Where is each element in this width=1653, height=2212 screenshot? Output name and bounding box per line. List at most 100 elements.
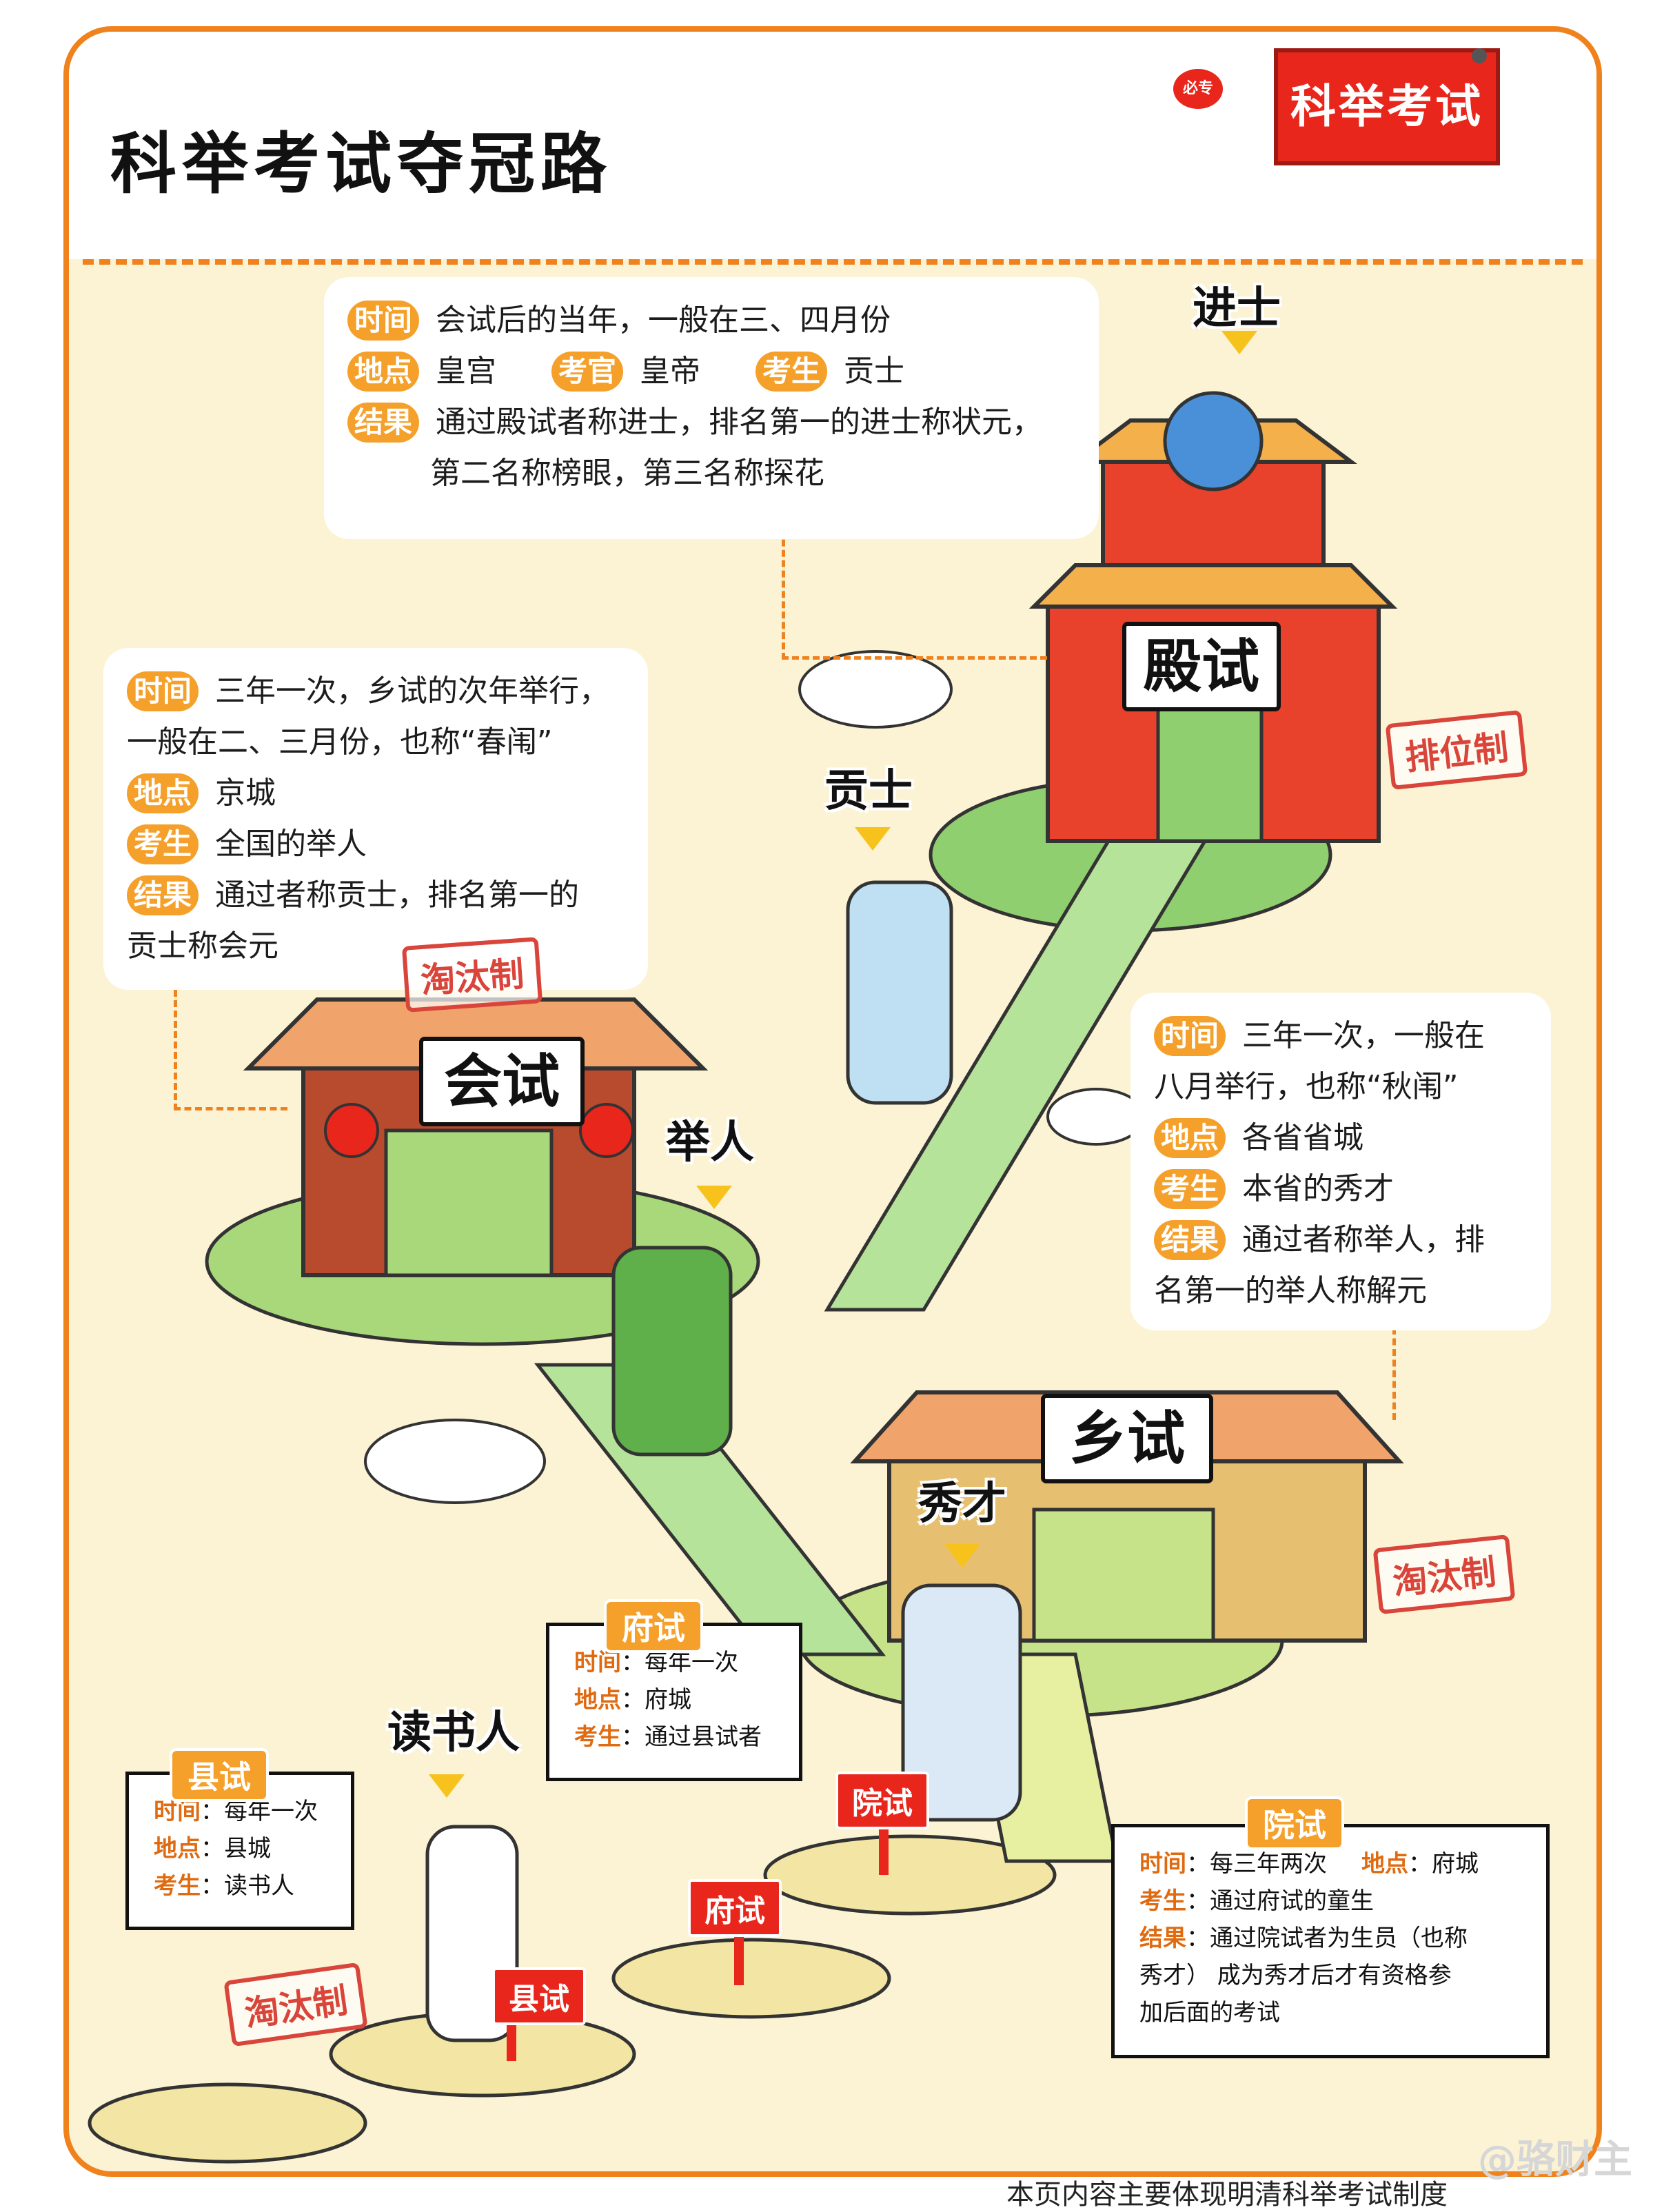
juren-figure [611, 1246, 733, 1457]
fushi-time: 每年一次 [645, 1649, 738, 1676]
yuanshi-info-card: 时间：每三年两次地点：府城 考生：通过府试的童生 结果：通过院试者为生员（也称 … [1111, 1824, 1550, 2058]
fushi-info-card: 时间：每年一次 地点：府城 考生：通过县试者 [546, 1623, 802, 1781]
place-key: 地点 [154, 1835, 201, 1863]
xianshi-candidate: 读书人 [224, 1872, 294, 1900]
dianshi-result-1: 通过殿试者称进士，排名第一的进士称状元， [436, 405, 1043, 440]
xianshi-candidate-line: 考生：读书人 [154, 1872, 294, 1900]
gongshi-figure [846, 880, 953, 1105]
xiangshi-board: 乡试 [1041, 1394, 1213, 1483]
xiangshi-candidate: 本省的秀才 [1242, 1171, 1395, 1206]
huishi-result-2: 贡士称会元 [127, 929, 278, 964]
huishi-candidate: 全国的举人 [215, 826, 367, 862]
fushi-place-line: 地点：府城 [574, 1686, 691, 1714]
fushi-candidate-line: 考生：通过县试者 [574, 1723, 762, 1751]
lantern-right-icon [579, 1103, 634, 1158]
cloud-icon [364, 1419, 546, 1504]
xianshi-signpost: 县试 [492, 1967, 586, 2025]
seal-huishi: 淘汰制 [401, 937, 543, 1013]
dianshi-board: 殿试 [1122, 622, 1281, 711]
place-tag: 地点 [127, 773, 199, 813]
yuanshi-result-2: 秀才） 成为秀才后才有资格参 [1139, 1962, 1452, 1989]
arrow-down-icon [855, 827, 891, 851]
yuanshi-result-line-2: 秀才） 成为秀才后才有资格参 [1139, 1957, 1528, 1994]
candidate-key: 考生 [574, 1723, 621, 1751]
xiangshi-place: 各省省城 [1242, 1120, 1364, 1155]
connector-huishi [174, 990, 287, 1110]
island-yuanshi [763, 1834, 1057, 1916]
place-key: 地点 [574, 1686, 621, 1714]
place-key: 地点 [1361, 1850, 1408, 1878]
xiangshi-result-1: 通过者称举人，排 [1242, 1222, 1485, 1257]
dianshi-candidate: 贡士 [844, 354, 905, 389]
xiangshi-time-line: 时间三年一次，一般在 [1154, 1011, 1528, 1062]
huishi-time-line-2: 一般在二、三月份，也称“春闱” [127, 717, 625, 768]
yuanshi-result-line: 结果：通过院试者为生员（也称 [1139, 1925, 1468, 1952]
yuanshi-signpost: 院试 [835, 1772, 929, 1829]
huishi-result-line: 结果通过者称贡士，排名第一的 [127, 870, 625, 921]
result-tag: 结果 [1154, 1220, 1226, 1260]
xianshi-card-title: 县试 [170, 1748, 269, 1802]
xiangshi-candidate-line: 考生本省的秀才 [1154, 1164, 1528, 1215]
huishi-board: 会试 [419, 1037, 585, 1126]
candidate-tag: 考生 [1154, 1169, 1226, 1209]
island-start [88, 2082, 367, 2164]
arrow-down-icon [696, 1186, 732, 1209]
cloud-icon [1046, 1088, 1146, 1146]
xiangshi-result-line-2: 名第一的举人称解元 [1154, 1266, 1528, 1317]
dianshi-result-line: 结果通过殿试者称进士，排名第一的进士称状元， [347, 397, 1075, 448]
yuanshi-time-line: 时间：每三年两次地点：府城 [1139, 1850, 1479, 1878]
yuanshi-card-title: 院试 [1245, 1796, 1344, 1850]
candidate-tag: 考生 [127, 824, 199, 864]
dianshi-examiner: 皇帝 [640, 354, 701, 389]
huishi-time-line: 时间三年一次，乡试的次年举行， [127, 666, 625, 717]
xiangshi-time-1: 三年一次，一般在 [1242, 1018, 1485, 1053]
time-tag: 时间 [347, 301, 420, 341]
xiangshi-result-2: 名第一的举人称解元 [1154, 1273, 1427, 1308]
dianshi-info-box: 时间会试后的当年，一般在三、四月份 地点皇宫考官皇帝考生贡士 结果通过殿试者称进… [324, 277, 1099, 539]
role-juren: 举人 [666, 1117, 754, 1168]
island-fushi [611, 1938, 891, 2019]
footer-note: 本页内容主要体现明清科举考试制度 [1006, 2179, 1448, 2211]
speech-bubble-icon: 必专 [1173, 69, 1223, 109]
arrow-down-icon [1221, 331, 1257, 354]
xiucai-figure [901, 1583, 1022, 1822]
dianshi-result-line-2: 第二名称榜眼，第三名称探花 [347, 448, 1075, 499]
dianshi-roof [1028, 563, 1398, 609]
fushi-time-line: 时间：每年一次 [574, 1649, 738, 1676]
jinshi-figure [1163, 391, 1264, 491]
time-key: 时间 [574, 1649, 621, 1676]
dianshi-result-2: 第二名称榜眼，第三名称探花 [430, 456, 824, 491]
title-stamp-badge: 科举考试 [1274, 48, 1500, 165]
examiner-tag: 考官 [551, 352, 624, 392]
result-tag: 结果 [127, 875, 199, 915]
huishi-result-line-2: 贡士称会元 [127, 921, 625, 972]
arrow-down-icon [944, 1544, 980, 1567]
dianshi-place-line: 地点皇宫考官皇帝考生贡士 [347, 346, 1075, 397]
weibo-watermark: @骆财主 [1478, 2138, 1632, 2182]
yuanshi-place: 府城 [1432, 1850, 1479, 1878]
xianshi-time: 每年一次 [224, 1798, 318, 1825]
lantern-left-icon [324, 1103, 379, 1158]
huishi-place-line: 地点京城 [127, 768, 625, 819]
fushi-card-title: 府试 [604, 1599, 703, 1653]
yuanshi-candidate: 通过府试的童生 [1210, 1887, 1374, 1915]
xiangshi-place-line: 地点各省省城 [1154, 1113, 1528, 1164]
xiangshi-time-line-2: 八月举行，也称“秋闱” [1154, 1062, 1528, 1113]
huishi-info-box: 时间三年一次，乡试的次年举行， 一般在二、三月份，也称“春闱” 地点京城 考生全… [103, 648, 648, 990]
xianshi-place-line: 地点：县城 [154, 1835, 271, 1863]
fushi-signpost: 府试 [688, 1879, 782, 1937]
candidate-tag: 考生 [755, 352, 828, 392]
yuanshi-result-1: 通过院试者为生员（也称 [1210, 1925, 1468, 1952]
connector-xiangshi [1392, 1328, 1396, 1420]
place-tag: 地点 [347, 352, 420, 392]
xianshi-place: 县城 [224, 1835, 271, 1863]
fushi-place: 府城 [645, 1686, 691, 1714]
xiangshi-time-2: 八月举行，也称“秋闱” [1154, 1069, 1459, 1104]
dianshi-door [1156, 701, 1264, 843]
candidate-key: 考生 [1139, 1887, 1186, 1915]
role-gongshi: 贡士 [824, 766, 913, 817]
time-tag: 时间 [1154, 1016, 1226, 1056]
yuanshi-result-3: 加后面的考试 [1139, 1999, 1280, 2027]
dianshi-time-line: 时间会试后的当年，一般在三、四月份 [347, 295, 1075, 346]
